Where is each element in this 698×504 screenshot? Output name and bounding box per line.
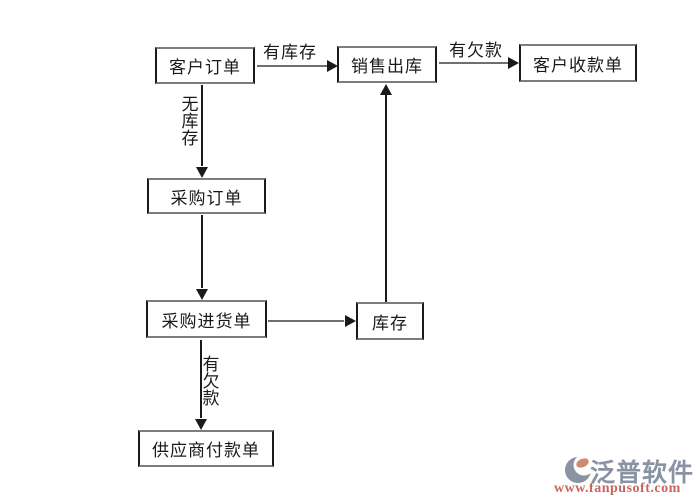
fanpu-website-url: www.fanpusoft.com (554, 481, 681, 496)
edge-inventory-to-sales-outbound-line (385, 95, 387, 302)
edge-inventory-to-sales-outbound-arrowhead-icon (380, 84, 392, 95)
fanpu-logo-text: 泛普软件 (590, 458, 695, 487)
node-purchase-order: 采购订单 (147, 178, 266, 214)
edge-customer-order-to-sales-outbound-arrowhead-icon (327, 60, 338, 72)
node-customer-receipt: 客户收款单 (519, 44, 637, 82)
node-inventory: 库存 (356, 302, 424, 340)
edge-purchase-inbound-to-supplier-payment-arrowhead-icon (195, 419, 207, 430)
edge-purchase-order-to-purchase-inbound-arrowhead-icon (196, 289, 208, 300)
edge-customer-order-to-purchase-order-line (201, 85, 203, 166)
edge-label-has-debt-sales: 有欠款 (449, 41, 503, 61)
fanpu-logo-icon (565, 454, 592, 483)
node-purchase-inbound: 采购进货单 (146, 300, 267, 338)
edge-purchase-inbound-to-inventory-arrowhead-icon (345, 315, 356, 327)
edge-purchase-inbound-to-inventory-line (268, 320, 344, 322)
node-customer-order: 客户订单 (155, 47, 255, 84)
edge-purchase-inbound-to-supplier-payment-line (200, 340, 202, 418)
node-supplier-payment: 供应商付款单 (138, 430, 274, 467)
edge-customer-order-to-sales-outbound-line (257, 65, 327, 67)
edge-label-no-stock: 无库存 (181, 95, 199, 149)
fanpu-logo: 泛普软件 www.fanpusoft.com (552, 452, 698, 502)
edge-purchase-order-to-purchase-inbound-line (201, 215, 203, 288)
edge-label-has-debt-purchase: 有欠款 (202, 355, 220, 409)
edge-sales-outbound-to-customer-receipt-arrowhead-icon (508, 57, 519, 69)
node-sales-outbound: 销售出库 (337, 46, 437, 83)
edge-sales-outbound-to-customer-receipt-line (439, 62, 508, 64)
edge-customer-order-to-purchase-order-arrowhead-icon (196, 167, 208, 178)
edge-label-has-stock: 有库存 (263, 43, 317, 63)
